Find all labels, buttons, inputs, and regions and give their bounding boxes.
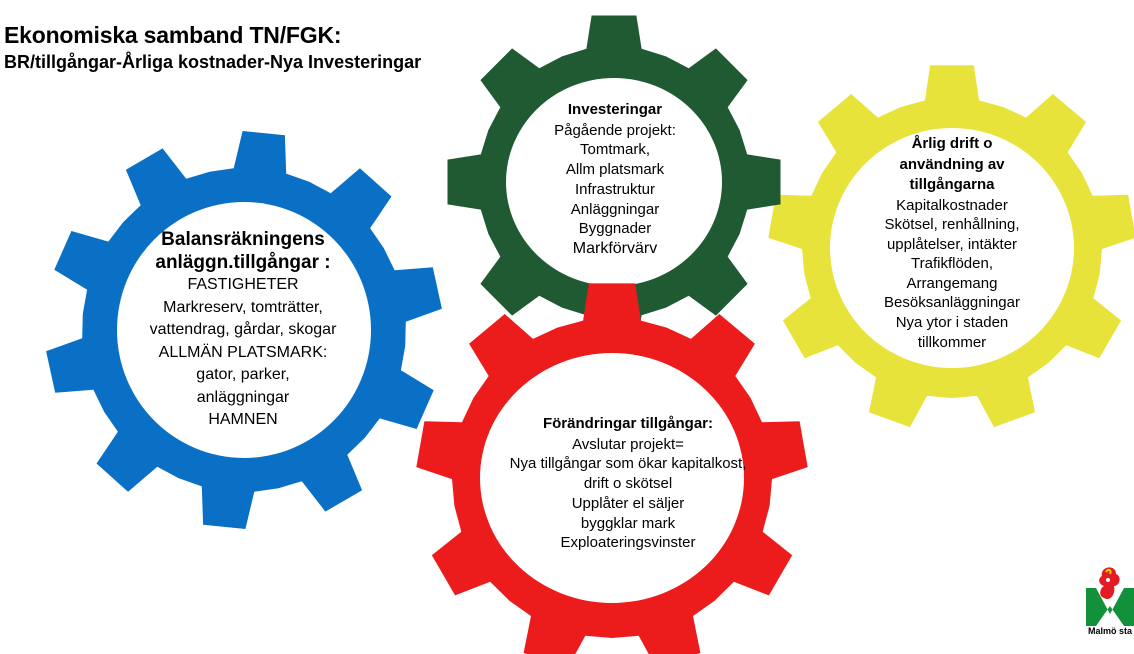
gear-balans-line: gator, parker, [196, 366, 290, 383]
gear-red-hub [480, 353, 744, 603]
gear-balans-heading: anläggn.tillgångar : [155, 252, 331, 273]
page-subtitle: BR/tillgångar-Årliga kostnader-Nya Inves… [4, 52, 422, 72]
gear-andr-line: byggklar mark [580, 514, 676, 532]
page-title: Ekonomiska samband TN/FGK: [4, 22, 342, 48]
gear-balans-line: ALLMÄN PLATSMARK: [158, 343, 328, 361]
gear-balans-heading: Balansräkningens [161, 229, 325, 250]
gear-red [416, 283, 808, 654]
gear-drift-heading: Årlig drift o [911, 135, 993, 152]
gear-drift-line: Trafikflöden, [911, 255, 993, 273]
gear-yellow-hub [830, 128, 1074, 368]
malmo-griffin-logo-icon [1086, 567, 1134, 626]
gear-invest-line: Pågående projekt: [554, 121, 676, 139]
gear-drift-line: upplåtelser, intäkter [886, 235, 1018, 253]
gear-drift-line: tillkommer [917, 333, 987, 351]
gear-balans-line: vattendrag, gårdar, skogar [149, 321, 337, 338]
gear-invest-line: Allm platsmark [565, 161, 665, 179]
gear-invest-heading: Investeringar [567, 101, 663, 118]
gear-balans-line: anläggningar [196, 388, 290, 406]
gear-andr-line: drift o skötsel [583, 475, 673, 493]
gear-invest-line: Infrastruktur [574, 180, 656, 198]
gear-drift-line: Arrangemang [906, 274, 998, 292]
gear-drift-line: Besöksanläggningar [884, 294, 1020, 312]
gear-andr-line: Upplåter el säljer [571, 494, 685, 512]
gear-andr-line: Exploateringsvinster [560, 534, 696, 552]
gear-andr-line: Avslutar projekt= [572, 435, 684, 453]
logo-text: Malmö sta [1088, 626, 1133, 636]
gear-drift-heading: användning av [899, 155, 1005, 173]
gear-invest-line: Markförvärv [572, 240, 658, 258]
gear-yellow [768, 65, 1134, 428]
gear-invest-line: Anläggningar [570, 200, 660, 218]
gear-drift-heading: tillgångarna [909, 176, 995, 193]
gear-invest-line: Tomtmark, [579, 141, 650, 159]
gear-drift-line: Nya ytor i staden [895, 314, 1009, 332]
gear-andr-line: Nya tillgångar som ökar kapitalkost, [509, 455, 747, 473]
gear-green [447, 15, 781, 349]
gear-andr-heading: Förändringar tillgångar: [542, 415, 713, 432]
gear-balans-line: Markreserv, tomträtter, [163, 298, 323, 316]
gear-invest-line: Byggnader [578, 220, 652, 238]
gear-drift-line: Kapitalkostnader [896, 196, 1008, 214]
gear-balans-line: FASTIGHETER [187, 276, 299, 293]
gear-andr-text: Förändringar tillgångar: Avslutar projekt… [467, 414, 789, 553]
gear-blue-hub [117, 202, 371, 458]
gear-green-hub [506, 78, 722, 286]
gear-drift-line: Skötsel, renhållning, [884, 216, 1020, 234]
gear-blue [46, 131, 442, 529]
gear-balans-line: HAMNEN [208, 411, 278, 428]
